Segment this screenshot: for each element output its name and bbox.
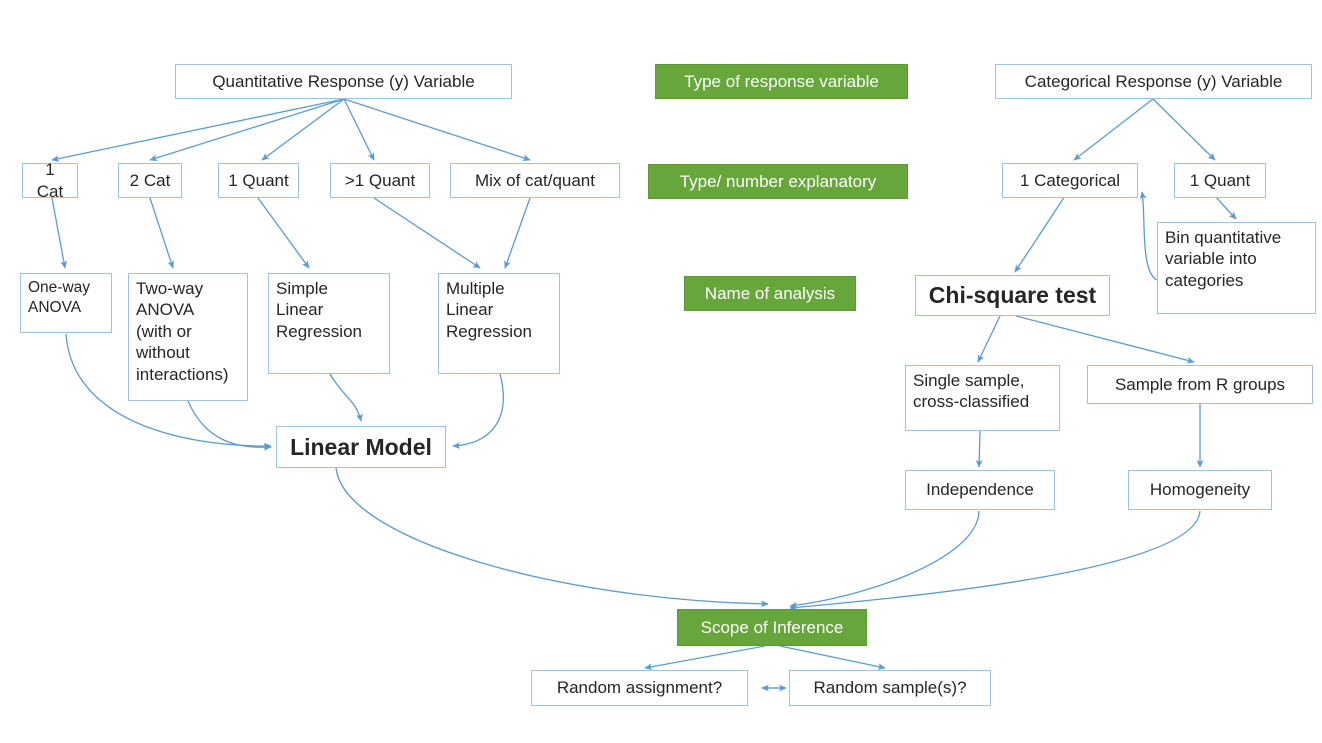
edge-1quant-to-slr xyxy=(257,197,310,269)
node-single-sample-cross-classified[interactable]: Single sample, cross-classified xyxy=(905,365,1060,431)
edge-scope-to-random-sample xyxy=(779,645,886,670)
edge-1quant-to-bin xyxy=(1214,195,1237,220)
edge-scope-to-random-assignment xyxy=(644,645,766,671)
edge-quant-to-2cat xyxy=(149,98,345,162)
node-explanatory-1-quant[interactable]: 1 Quant xyxy=(218,163,299,198)
node-random-assignment-question[interactable]: Random assignment? xyxy=(531,670,748,706)
node-explanatory-1-categorical[interactable]: 1 Categorical xyxy=(1002,163,1138,198)
node-explanatory-gt1-quant[interactable]: >1 Quant xyxy=(330,163,430,198)
node-independence[interactable]: Independence xyxy=(905,470,1055,510)
node-explanatory-mix-cat-quant[interactable]: Mix of cat/quant xyxy=(450,163,620,198)
edge-quant-to-gt1quant xyxy=(343,98,375,161)
node-analysis-one-way-anova[interactable]: One-way ANOVA xyxy=(20,273,112,333)
edge-1categorical-to-chisquare xyxy=(1014,195,1066,273)
edge-quant-to-1quant xyxy=(261,98,345,161)
node-homogeneity[interactable]: Homogeneity xyxy=(1128,470,1272,510)
edge-cat-to-1categorical xyxy=(1073,98,1154,161)
edge-singlesample-to-independence xyxy=(975,430,983,468)
edge-twoway-to-linearmodel xyxy=(187,400,272,451)
edge-gt1quant-to-mlr xyxy=(373,197,481,269)
node-analysis-multiple-linear-regression[interactable]: Multiple Linear Regression xyxy=(438,273,560,374)
node-explanatory-right-1-quant[interactable]: 1 Quant xyxy=(1174,163,1266,198)
edge-mlr-to-linearmodel xyxy=(452,373,504,449)
edge-1cat-to-oneway xyxy=(51,197,68,269)
node-chi-square-test[interactable]: Chi-square test xyxy=(915,275,1110,316)
edge-chisquare-to-singlesample xyxy=(977,315,1001,363)
node-analysis-two-way-anova[interactable]: Two-way ANOVA (with or without interacti… xyxy=(128,273,248,401)
edge-quant-to-mix xyxy=(343,98,531,162)
edge-quant-to-1cat xyxy=(51,98,345,162)
edge-independence-to-scope xyxy=(789,510,980,609)
node-explanatory-2-cat[interactable]: 2 Cat xyxy=(118,163,182,198)
edge-mix-to-mlr xyxy=(504,197,531,269)
node-quantitative-response-root[interactable]: Quantitative Response (y) Variable xyxy=(175,64,512,99)
node-explanatory-1-cat[interactable]: 1 Cat xyxy=(22,160,78,201)
stage-label-type-number-explanatory: Type/ number explanatory xyxy=(648,164,908,199)
node-categorical-response-root[interactable]: Categorical Response (y) Variable xyxy=(995,64,1312,99)
edge-slr-to-linearmodel xyxy=(329,373,363,422)
edge-cat-to-1quant xyxy=(1152,98,1216,161)
node-bin-quantitative-variable[interactable]: Bin quantitative variable into categorie… xyxy=(1157,222,1316,314)
edge-2cat-to-twoway xyxy=(149,197,175,269)
edge-homogeneity-to-scope xyxy=(789,510,1201,611)
edge-chisquare-to-rgroups xyxy=(1015,315,1195,364)
stage-label-name-of-analysis: Name of analysis xyxy=(684,276,856,311)
node-linear-model[interactable]: Linear Model xyxy=(276,426,446,468)
node-sample-from-r-groups[interactable]: Sample from R groups xyxy=(1087,365,1313,404)
node-analysis-simple-linear-regression[interactable]: Simple Linear Regression xyxy=(268,273,390,374)
edge-bin-to-1categorical xyxy=(1139,191,1158,281)
node-random-sample-question[interactable]: Random sample(s)? xyxy=(789,670,991,706)
stage-label-type-of-response-variable: Type of response variable xyxy=(655,64,908,99)
edge-linearmodel-to-scope xyxy=(335,467,769,608)
stage-label-scope-of-inference[interactable]: Scope of Inference xyxy=(677,609,867,646)
